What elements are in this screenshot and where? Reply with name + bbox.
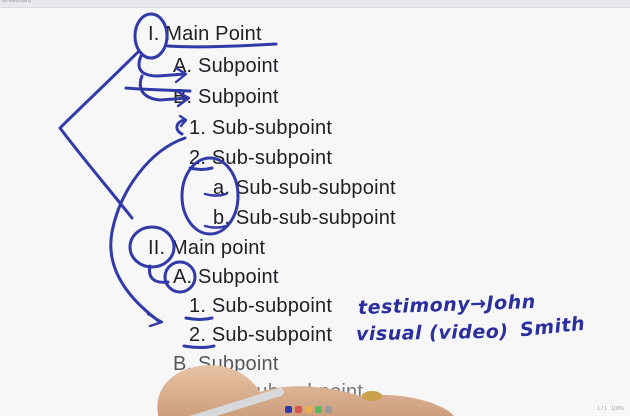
outline-line-sub-sub-subpoint-b: b. Sub-sub-subpoint (213, 207, 396, 229)
outline-line-subpoint-a-2: A. Subpoint (173, 266, 279, 288)
ink-bracket-main-1 (58, 50, 140, 220)
pen-color-red-icon[interactable] (295, 406, 302, 413)
ink-arrowhead-curve (146, 312, 164, 328)
outline-line-sub-subpoint-2-2: 2. Sub-subpoint (189, 324, 333, 346)
ink-arrowhead-b (176, 90, 191, 108)
drawing-toolbar[interactable] (285, 404, 375, 414)
window-title: whiteboard (2, 0, 32, 4)
outline-line-main-point-2: II. Main point (148, 237, 266, 259)
page-indicator: 1 / 1 (597, 406, 608, 412)
ink-underline-main-point (166, 42, 278, 49)
outline-line-sub-subpoint-1-2: 1. Sub-subpoint (189, 295, 333, 317)
ink-hook-sub-subpoint-1 (175, 118, 186, 136)
eraser-icon[interactable] (325, 406, 332, 413)
ink-arrow-to-subpoint-a (137, 54, 187, 78)
ink-hook-arrowhead (178, 114, 188, 128)
ink-underline-a (203, 192, 228, 197)
zoom-indicator[interactable]: 100% (611, 406, 624, 412)
pen-color-green-icon[interactable] (315, 406, 322, 413)
ink-underline-2-2 (182, 344, 216, 349)
ink-circle-a-b (180, 156, 240, 236)
ink-circle-roman-one (133, 12, 169, 60)
window-title-bar: whiteboard (0, 0, 630, 8)
outline-line-subpoint-a: A. Subpoint (173, 55, 279, 77)
outline-line-subpoint-b: B. Subpoint (173, 86, 279, 108)
outline-line-sub-sub-subpoint-a: a. Sub-sub-subpoint (213, 177, 396, 199)
outline-line-sub-subpoint-1: 1. Sub-subpoint (189, 117, 333, 139)
ring (362, 391, 382, 401)
presenter-hand (157, 365, 454, 416)
ink-underline-1-2 (184, 316, 214, 321)
ink-circle-roman-two (128, 225, 176, 269)
outline-line-main-point-1: I. Main Point (148, 23, 262, 45)
ink-curve-to-sub-subpoint (109, 136, 187, 324)
ink-underline-2 (188, 166, 214, 171)
ink-arrow-to-subpoint-b (138, 74, 190, 102)
ink-underline-b (203, 224, 228, 229)
stylus-pen (189, 388, 284, 416)
pen-color-orange-icon[interactable] (305, 406, 312, 413)
ink-circle-a-2 (163, 260, 197, 294)
status-bar: 1 / 1 100% (597, 406, 624, 412)
ink-arrow-line-b (124, 86, 192, 93)
ink-arrowhead-a (174, 66, 188, 84)
pen-color-blue-icon[interactable] (285, 406, 292, 413)
